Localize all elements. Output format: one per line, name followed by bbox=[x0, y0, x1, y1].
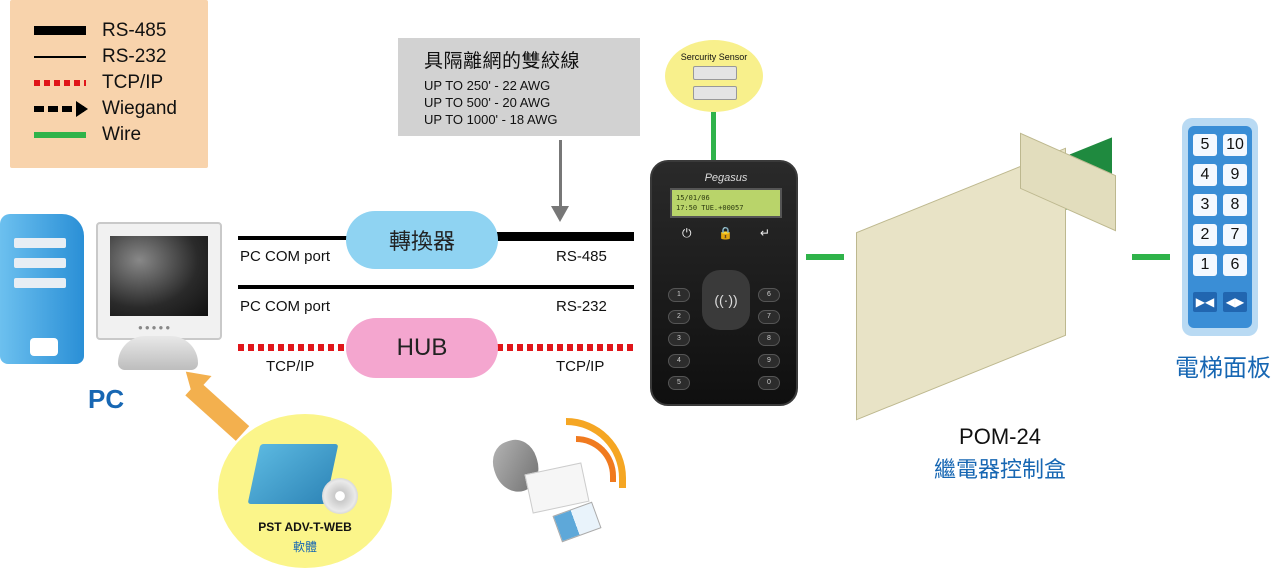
reader-key: 8 bbox=[758, 332, 780, 346]
rs485-line-right bbox=[497, 232, 634, 241]
pc-label: PC bbox=[88, 384, 125, 414]
reader-function-buttons: ⏻ 🔒 ↵ bbox=[682, 226, 770, 241]
floor-key: 10 bbox=[1223, 134, 1247, 156]
power-icon: ⏻ bbox=[682, 226, 692, 240]
reader-key: 0 bbox=[758, 376, 780, 390]
lcd-line: 15/01/06 bbox=[676, 194, 710, 202]
reader-key: 3 bbox=[668, 332, 690, 346]
tcpip-swatch bbox=[30, 72, 90, 94]
floor-key: 4 bbox=[1193, 164, 1217, 186]
legend-item-wiegand: Wiegand bbox=[30, 96, 208, 122]
door-close-icon: ▶◀ bbox=[1193, 292, 1217, 312]
pom-sub: 繼電器控制盒 bbox=[933, 457, 1066, 482]
reader-lcd: 15/01/06 17:50 TUE.+00057 bbox=[670, 188, 782, 218]
tcpip-line-right bbox=[497, 344, 634, 351]
reader-key: 1 bbox=[668, 288, 690, 302]
legend-label: TCP/IP bbox=[102, 72, 164, 93]
reader-key: 9 bbox=[758, 354, 780, 368]
cable-note: 具隔離網的雙絞線 UP TO 250' - 22 AWG UP TO 500' … bbox=[398, 38, 640, 136]
floor-key: 6 bbox=[1223, 254, 1247, 276]
sensor-title: Sercurity Sensor bbox=[680, 52, 748, 62]
legend-label: RS-232 bbox=[102, 46, 167, 67]
floor-key: 1 bbox=[1193, 254, 1217, 276]
floor-key: 5 bbox=[1193, 134, 1217, 156]
legend-item-rs232: RS-232 bbox=[30, 44, 208, 70]
access-reader: Pegasus 15/01/06 17:50 TUE.+00057 ⏻ 🔒 ↵ … bbox=[650, 160, 798, 406]
rs485-swatch bbox=[30, 20, 90, 42]
note-arrow-shaft bbox=[559, 140, 562, 212]
sensor-wire bbox=[711, 112, 716, 160]
rfid-icon: ((·)) bbox=[702, 270, 750, 330]
legend-label: RS-485 bbox=[102, 20, 167, 41]
rs232-line bbox=[238, 285, 634, 289]
rs485-label: RS-485 bbox=[556, 248, 607, 265]
floor-key: 7 bbox=[1223, 224, 1247, 246]
lock-icon: 🔒 bbox=[718, 226, 734, 240]
monitor-stand bbox=[118, 336, 198, 370]
reader-key: 7 bbox=[758, 310, 780, 324]
sensor-icon bbox=[693, 66, 737, 80]
reader-key: 6 bbox=[758, 288, 780, 302]
reader-brand: Pegasus bbox=[704, 172, 748, 184]
rs485-line-left bbox=[238, 236, 350, 240]
legend-label: Wire bbox=[102, 124, 142, 145]
pc-tower-icon bbox=[0, 214, 84, 364]
reader-key: 2 bbox=[668, 310, 690, 324]
floor-key: 2 bbox=[1193, 224, 1217, 246]
software-name: PST ADV-T-WEB bbox=[258, 520, 352, 534]
elevator-label: 電梯面板 bbox=[1175, 355, 1271, 382]
sensor-icon bbox=[693, 86, 737, 100]
lcd-line: 17:50 TUE.+00057 bbox=[676, 204, 744, 212]
pom-name: POM-24 bbox=[959, 424, 1041, 449]
note-arrow-head bbox=[551, 206, 569, 222]
cable-note-title: 具隔離網的雙絞線 bbox=[424, 51, 581, 72]
reader-pom-wire bbox=[806, 254, 844, 260]
rs232-swatch bbox=[30, 46, 90, 68]
cable-note-line: UP TO 250' - 22 AWG bbox=[424, 78, 551, 93]
legend: RS-485 RS-232 TCP/IP Wiegand Wire bbox=[10, 0, 208, 168]
floor-key: 8 bbox=[1223, 194, 1247, 216]
legend-item-wire: Wire bbox=[30, 122, 208, 148]
enter-icon: ↵ bbox=[759, 226, 770, 240]
software-sub: 軟體 bbox=[292, 540, 317, 554]
elevator-panel: 5 10 4 9 3 8 2 7 1 6 ▶◀ ◀▶ bbox=[1182, 118, 1258, 336]
rs232-label: RS-232 bbox=[556, 298, 607, 315]
cable-note-line: UP TO 500' - 20 AWG bbox=[424, 95, 551, 110]
legend-item-tcpip: TCP/IP bbox=[30, 70, 208, 96]
cable-note-line: UP TO 1000' - 18 AWG bbox=[424, 112, 558, 127]
floor-key: 9 bbox=[1223, 164, 1247, 186]
cd-icon bbox=[322, 478, 358, 514]
converter-node: 轉換器 bbox=[346, 211, 498, 269]
hub-node: HUB bbox=[346, 318, 498, 378]
legend-label: Wiegand bbox=[102, 98, 177, 119]
tcpip-label-left: TCP/IP bbox=[266, 358, 315, 375]
reader-key: 4 bbox=[668, 354, 690, 368]
tcpip-label-right: TCP/IP bbox=[556, 358, 605, 375]
pc-monitor-icon: ●●●●● bbox=[96, 222, 222, 340]
pom-elevator-wire bbox=[1132, 254, 1170, 260]
com-port-label-2: PC COM port bbox=[240, 298, 331, 315]
software-bubble: PST ADV-T-WEB 軟體 bbox=[218, 414, 392, 568]
wire-swatch bbox=[30, 124, 90, 146]
security-sensor-bubble: Sercurity Sensor bbox=[665, 40, 763, 112]
wiegand-swatch bbox=[30, 98, 90, 120]
floor-key: 3 bbox=[1193, 194, 1217, 216]
reader-key: 5 bbox=[668, 376, 690, 390]
door-open-icon: ◀▶ bbox=[1223, 292, 1247, 312]
tcpip-line-left bbox=[238, 344, 348, 351]
com-port-label-1: PC COM port bbox=[240, 248, 331, 265]
legend-item-rs485: RS-485 bbox=[30, 18, 208, 44]
